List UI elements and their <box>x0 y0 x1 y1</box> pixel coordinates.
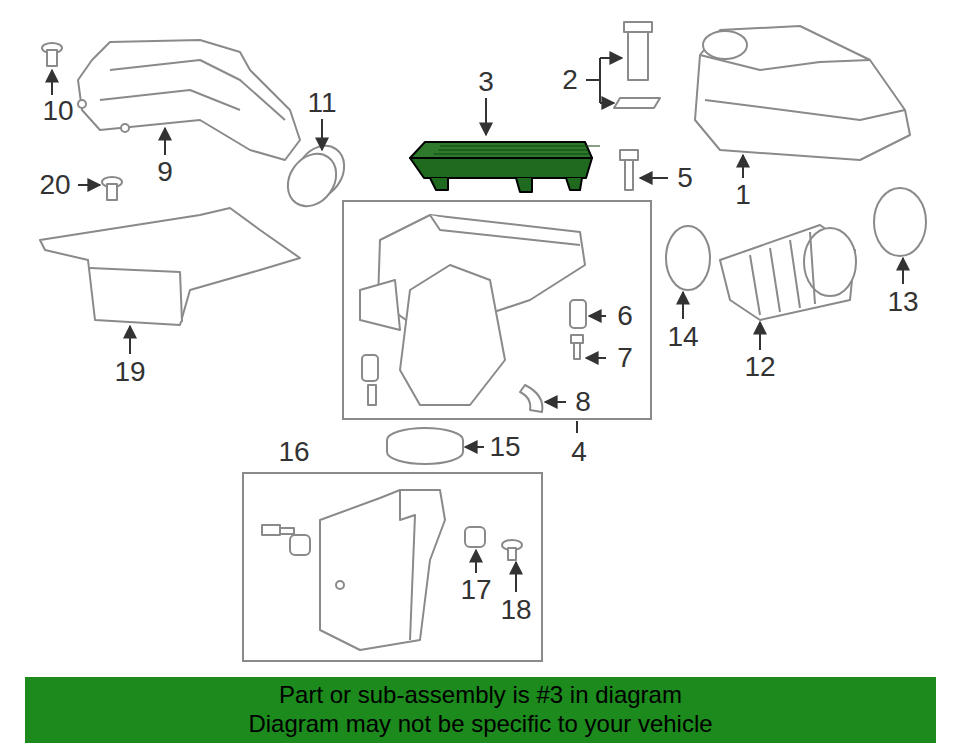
callout-number: 10 <box>42 97 73 125</box>
callout-number: 4 <box>571 435 587 469</box>
callout-number: 9 <box>157 158 173 186</box>
callout-number: 20 <box>39 171 70 199</box>
callout-number: 16 <box>278 435 309 469</box>
callout-number: 15 <box>489 433 520 461</box>
callout-number: 3 <box>478 68 494 96</box>
callout-number: 12 <box>744 353 775 381</box>
callout-number: 1 <box>735 181 751 209</box>
callout-number: 11 <box>307 89 336 117</box>
callout-number: 17 <box>460 576 491 604</box>
callout-number: 18 <box>500 596 531 624</box>
callout-number: 2 <box>562 66 578 94</box>
assembly-box: 4 <box>342 200 652 420</box>
assembly-box: 16 <box>242 472 543 662</box>
notice-text: Part or sub-assembly is #3 in diagram <box>25 681 936 710</box>
notice-banner: Part or sub-assembly is #3 in diagramDia… <box>25 677 936 743</box>
callout-number: 19 <box>114 358 145 386</box>
callout-number: 8 <box>575 388 591 416</box>
notice-text: Diagram may not be specific to your vehi… <box>25 710 936 739</box>
callout-number: 6 <box>617 302 633 330</box>
callout-number: 14 <box>667 323 698 351</box>
callout-number: 5 <box>677 164 693 192</box>
callout-number: 13 <box>887 288 918 316</box>
callout-number: 7 <box>617 344 633 372</box>
